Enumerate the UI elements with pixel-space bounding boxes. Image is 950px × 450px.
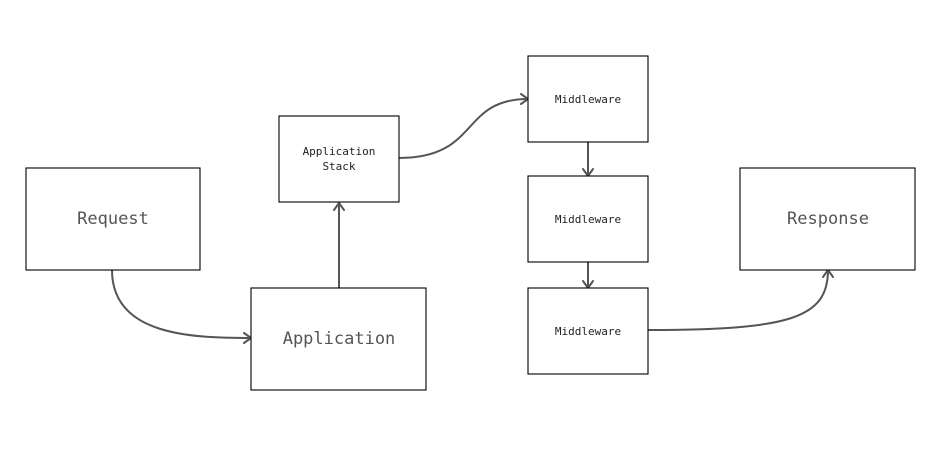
node-request: Request [25,167,201,271]
application-label: Application [283,329,396,349]
node-application: Application [250,287,427,391]
application-stack-label-line1: Application [303,145,376,158]
edges [111,93,834,344]
middleware-1-label: Middleware [555,93,621,106]
application-stack-label-line2: Stack [322,160,355,173]
node-response: Response [739,167,916,271]
node-middleware-1: Middleware [527,55,649,143]
node-middleware-3: Middleware [527,287,649,375]
node-middleware-2: Middleware [527,175,649,263]
edge-middleware-2-to-middleware-3 [582,261,594,289]
edge-application-to-application-stack [333,202,345,289]
edge-application-stack-to-middleware-1 [398,93,529,159]
middleware-3-label: Middleware [555,325,621,338]
edge-request-to-application [111,269,252,344]
response-label: Response [787,209,869,229]
edge-middleware-3-to-response [648,269,834,331]
middleware-2-label: Middleware [555,213,621,226]
edge-middleware-1-to-middleware-2 [582,141,594,177]
request-label: Request [77,209,149,229]
node-application-stack: Application Stack [278,115,400,203]
